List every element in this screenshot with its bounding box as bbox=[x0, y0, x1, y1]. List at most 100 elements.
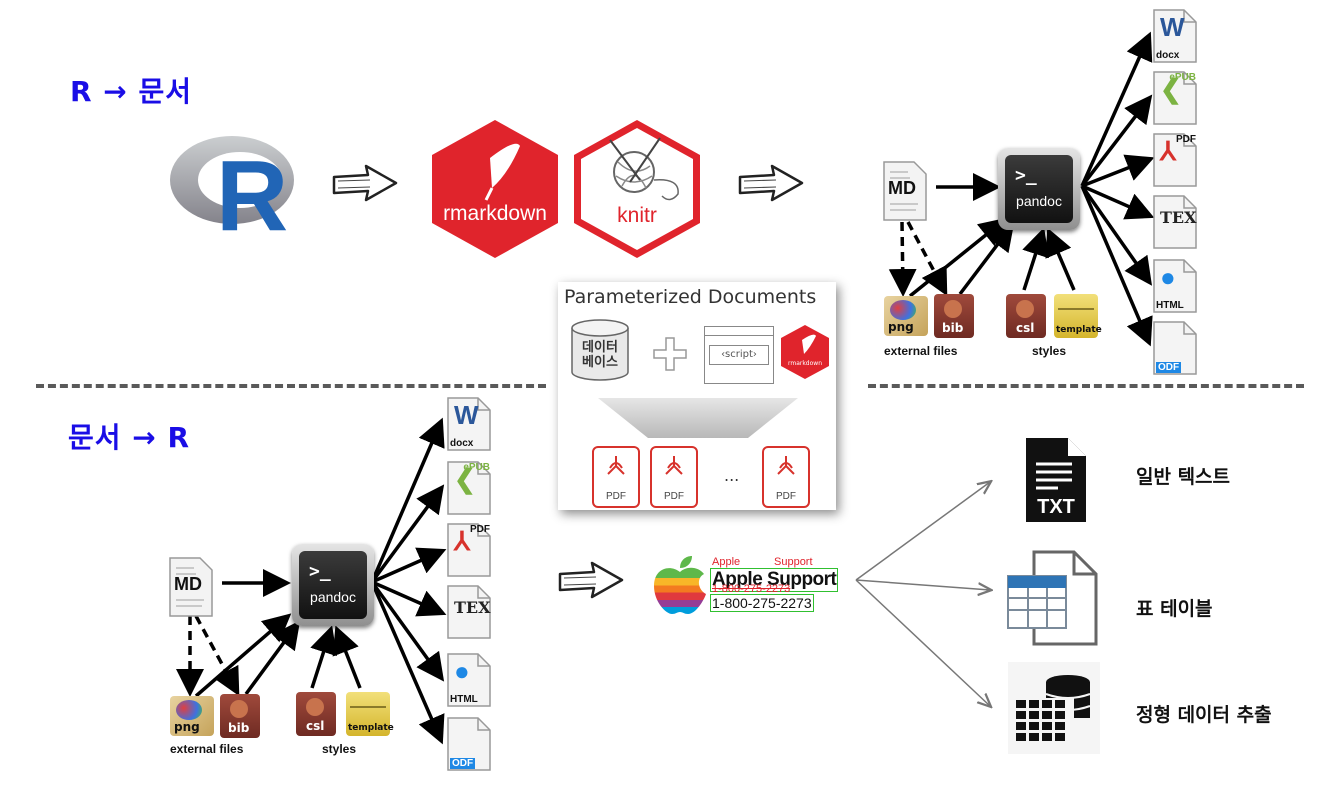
rmarkdown-small-icon: rmarkdown bbox=[780, 324, 830, 380]
html-output-icon-bottom: ● HTML bbox=[446, 652, 492, 708]
png-label-bottom: png bbox=[174, 720, 200, 734]
csl-label-bottom: csl bbox=[306, 719, 325, 733]
odf-label: ODF bbox=[1156, 362, 1182, 373]
docx-label-bottom: docx bbox=[450, 438, 474, 449]
bib-label-bottom: bib bbox=[228, 721, 250, 735]
structured-data-icon bbox=[1008, 662, 1100, 754]
pdf-glyph-bottom: ⅄ bbox=[454, 526, 470, 556]
pandoc-logo-bottom: >_ pandoc bbox=[292, 544, 374, 626]
rmarkdown-hex-logo: rmarkdown bbox=[428, 118, 562, 260]
section-title-doc-to-r: 문서 → R bbox=[68, 421, 191, 454]
epub-label: ePUB bbox=[1169, 72, 1196, 83]
rmarkdown-small-label: rmarkdown bbox=[787, 360, 822, 367]
csl-file-icon: csl bbox=[1006, 294, 1046, 338]
structured-data-label: 정형 데이터 추출 bbox=[1136, 704, 1272, 726]
script-label: ‹script› bbox=[709, 345, 769, 365]
csl-label: csl bbox=[1016, 321, 1035, 335]
knitr-label: knitr bbox=[617, 204, 657, 227]
epub-glyph: ❮ bbox=[1160, 74, 1182, 104]
png-file-icon: png bbox=[884, 296, 928, 336]
plain-text-label: 일반 텍스트 bbox=[1136, 466, 1231, 488]
styles-label-bottom: styles bbox=[322, 742, 357, 756]
database-label-line1: 데이터 bbox=[582, 340, 618, 355]
txt-icon-label: TXT bbox=[1037, 496, 1075, 518]
template-file-icon-bottom: template bbox=[346, 692, 394, 736]
md-file-icon-bottom: MD bbox=[168, 556, 214, 617]
parameterized-documents-panel: Parameterized Documents 데이터 베이스 ‹script›… bbox=[558, 282, 836, 510]
html-label-bottom: HTML bbox=[450, 694, 478, 705]
r-logo: R bbox=[168, 130, 304, 252]
plus-icon bbox=[653, 337, 687, 371]
csl-file-icon-bottom: csl bbox=[296, 692, 336, 736]
txt-file-icon: TXT bbox=[1022, 436, 1090, 524]
apple-logo bbox=[650, 554, 710, 616]
template-file-icon: template bbox=[1054, 294, 1102, 338]
database-label-line2: 베이스 bbox=[582, 355, 618, 370]
pdf-output-icon: ⅄PDF bbox=[1152, 132, 1198, 188]
pdf-output-1: PDF bbox=[592, 446, 640, 508]
parameterized-title: Parameterized Documents bbox=[564, 286, 817, 308]
pandoc-label-bottom: pandoc bbox=[310, 589, 356, 605]
odf-label-bottom: ODF bbox=[450, 758, 476, 769]
database-icon: 데이터 베이스 bbox=[568, 318, 632, 382]
sketch-arrow-1 bbox=[332, 164, 398, 202]
png-label: png bbox=[888, 320, 914, 334]
funnel-shape bbox=[598, 398, 798, 438]
epub-output-icon-bottom: ❮ePUB bbox=[446, 460, 492, 516]
apple-small-left: Apple bbox=[712, 556, 741, 568]
pdf-glyph: ⅄ bbox=[1160, 136, 1176, 166]
odf-output-icon-bottom: ODF bbox=[446, 716, 492, 772]
pdf-output-3: PDF bbox=[762, 446, 810, 508]
epub-label-bottom: ePUB bbox=[463, 462, 490, 473]
odf-output-icon: ODF bbox=[1152, 320, 1198, 376]
pdf-output-icon-bottom: ⅄PDF bbox=[446, 522, 492, 578]
divider-right bbox=[868, 384, 1304, 388]
table-file-icon bbox=[1004, 548, 1100, 648]
docx-label: docx bbox=[1156, 50, 1180, 61]
sketch-arrow-3 bbox=[558, 561, 624, 599]
md-file-icon: MD bbox=[882, 160, 928, 221]
tex-output-icon: TEX bbox=[1152, 194, 1198, 250]
table-label: 표 테이블 bbox=[1136, 598, 1213, 620]
bib-label: bib bbox=[942, 321, 964, 335]
template-label: template bbox=[1056, 325, 1102, 335]
md-label-bottom: MD bbox=[174, 574, 202, 594]
pandoc-logo: >_ pandoc bbox=[998, 148, 1080, 230]
html-output-icon: ● HTML bbox=[1152, 258, 1198, 314]
png-file-icon-bottom: png bbox=[170, 696, 214, 736]
divider-left bbox=[36, 384, 546, 388]
epub-output-icon: ❮ePUB bbox=[1152, 70, 1198, 126]
pdf-output-2-label: PDF bbox=[664, 491, 684, 502]
rmarkdown-label: rmarkdown bbox=[443, 202, 547, 225]
template-label-bottom: template bbox=[348, 723, 394, 733]
knitr-hex-logo: knitr bbox=[570, 118, 704, 260]
pdf-output-1-label: PDF bbox=[606, 491, 626, 502]
apple-phone-text: 1-800-275-2273 bbox=[710, 594, 814, 612]
html-label: HTML bbox=[1156, 300, 1184, 311]
script-window-icon: ‹script› bbox=[704, 326, 774, 384]
epub-glyph-bottom: ❮ bbox=[454, 464, 476, 494]
html-glyph-bottom: ● bbox=[454, 656, 470, 686]
apple-support-text: Apple Support bbox=[710, 568, 839, 592]
external-files-label: external files bbox=[884, 344, 958, 358]
styles-label: styles bbox=[1032, 344, 1067, 358]
pandoc-label: pandoc bbox=[1016, 193, 1062, 209]
apple-small-right: Support bbox=[774, 556, 813, 568]
docx-glyph-bottom: W bbox=[454, 400, 479, 430]
html-glyph: ● bbox=[1160, 262, 1176, 292]
pdf-label: PDF bbox=[1176, 134, 1196, 145]
pdf-label-bottom: PDF bbox=[470, 524, 490, 535]
sketch-arrow-2 bbox=[738, 164, 804, 202]
md-label: MD bbox=[888, 178, 916, 198]
tex-label: TEX bbox=[1160, 208, 1197, 227]
pandoc-prompt: >_ bbox=[1015, 165, 1037, 186]
pdf-ellipsis: ... bbox=[724, 466, 740, 485]
pandoc-prompt-bottom: >_ bbox=[309, 561, 331, 582]
section-title-r-to-doc: R → 문서 bbox=[70, 75, 193, 108]
tex-output-icon-bottom: TEX bbox=[446, 584, 492, 640]
r-letter: R bbox=[216, 140, 289, 252]
apple-phone-strike: 1-800-275-2273 bbox=[712, 583, 791, 595]
pdf-output-2: PDF bbox=[650, 446, 698, 508]
